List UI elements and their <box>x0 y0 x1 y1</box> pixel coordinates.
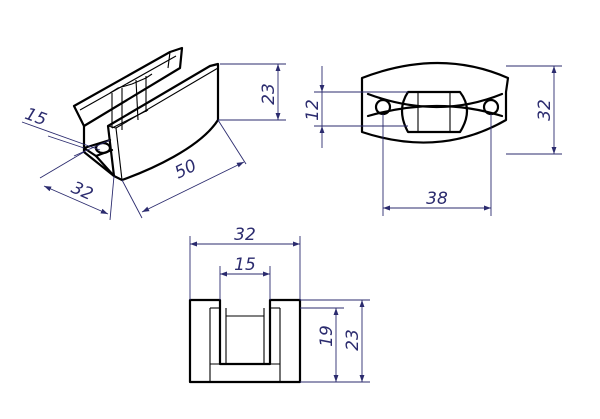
dim-iso-width: 15 <box>22 104 49 130</box>
dim-top-length: 38 <box>426 189 448 209</box>
dim-iso-height: 23 <box>259 83 279 105</box>
dim-iso-length: 50 <box>172 156 200 183</box>
dim-front-slot-depth: 19 <box>317 325 337 347</box>
front-view: 32 15 19 23 <box>188 225 370 384</box>
top-view: 12 32 38 <box>303 61 562 216</box>
dim-front-slot: 15 <box>234 255 256 275</box>
dim-iso-depth: 32 <box>68 178 96 205</box>
dim-front-height: 23 <box>343 329 363 351</box>
isometric-view: 23 15 32 50 <box>21 46 286 221</box>
dim-top-height: 32 <box>535 99 555 121</box>
dim-front-width: 32 <box>234 225 256 245</box>
dim-top-hole-spacing: 12 <box>303 99 323 121</box>
